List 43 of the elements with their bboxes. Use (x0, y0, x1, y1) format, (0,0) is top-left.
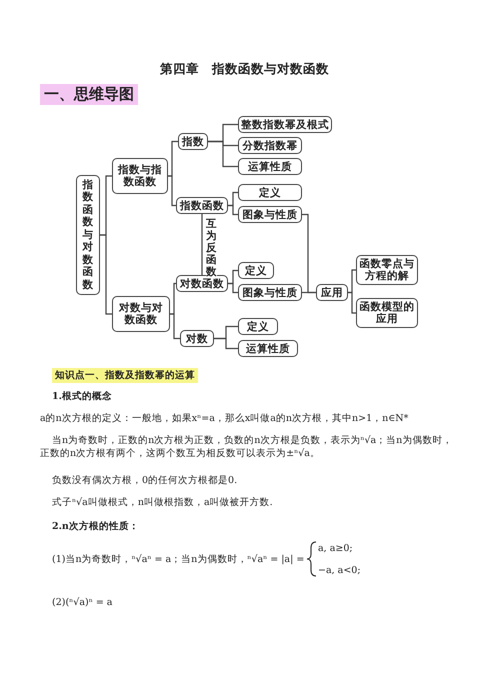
connector-line (228, 204, 238, 216)
topic-box: 图象与性质 (238, 284, 302, 301)
topic-box: 整数指数幂及根式 (238, 116, 332, 133)
paragraph: (1)当n为奇数时，ⁿ√aⁿ = a；当n为偶数时，ⁿ√aⁿ = |a| = (52, 553, 304, 566)
paragraph: 当n为奇数时，正数的n次方根为正数，负数的n次方根是负数，表示为ⁿ√a；当n为偶数时，正数的n次方根有两个，这两个数互为相反数可以表示为±ⁿ√a。 (40, 434, 454, 460)
connector-line (214, 338, 238, 350)
section-heading: 知识点一、指数及指数幂的运算 (52, 368, 198, 383)
topic-box: 对数与对数函数 (112, 296, 170, 332)
paragraph: 负数没有偶次方根，0的任何次方根都是0. (52, 474, 238, 487)
topic-box: 应用 (316, 284, 348, 301)
topic-box: 对数 (180, 330, 214, 347)
subheading: 2.n次方根的性质： (52, 520, 139, 533)
topic-box: 指数函数 (176, 197, 228, 214)
topic-box: 图象与性质 (238, 206, 302, 223)
connector-line (168, 175, 176, 206)
connector-line (100, 234, 112, 315)
topic-box: 函数零点与方程的解 (356, 255, 418, 285)
topic-box: 对数函数 (176, 275, 228, 292)
section-heading: 一、思维导图 (40, 84, 138, 105)
topic-box: 函数模型的应用 (356, 298, 418, 328)
title: 第四章 指数函数与对数函数 (160, 62, 329, 75)
topic-box: 运算性质 (238, 158, 302, 175)
topic-box: 定义 (238, 262, 274, 279)
paragraph: a的n次方根的定义：一般地，如果xⁿ=a，那么x叫做a的n次方根，其中n>1，n∈N* (40, 412, 410, 425)
topic-box: 指数 (178, 133, 208, 150)
paragraph: (2)(ⁿ√a)ⁿ = a (52, 596, 112, 609)
connector-line (208, 140, 238, 168)
connector-line (201, 214, 203, 275)
connector-line (348, 292, 356, 314)
connector-line (170, 282, 176, 315)
paragraph: −a, a<0; (318, 564, 361, 577)
subheading: 1.根式的概念 (52, 390, 112, 403)
connector-line (302, 292, 316, 294)
topic-box: 定义 (238, 184, 302, 201)
paragraph: 式子ⁿ√a叫做根式，n叫做根指数，a叫做被开方数. (52, 496, 273, 509)
edge-label: 互为反函数 (206, 218, 217, 278)
topic-box: 定义 (238, 318, 278, 335)
paragraph: a, a≥0; (318, 542, 353, 555)
topic-box: 分数指数幂 (238, 137, 302, 154)
topic-box: 指数与指数函数 (112, 158, 168, 194)
topic-box: 指数函数与对数函数 (76, 175, 100, 295)
topic-box: 运算性质 (238, 340, 298, 357)
connector-line (228, 282, 238, 294)
